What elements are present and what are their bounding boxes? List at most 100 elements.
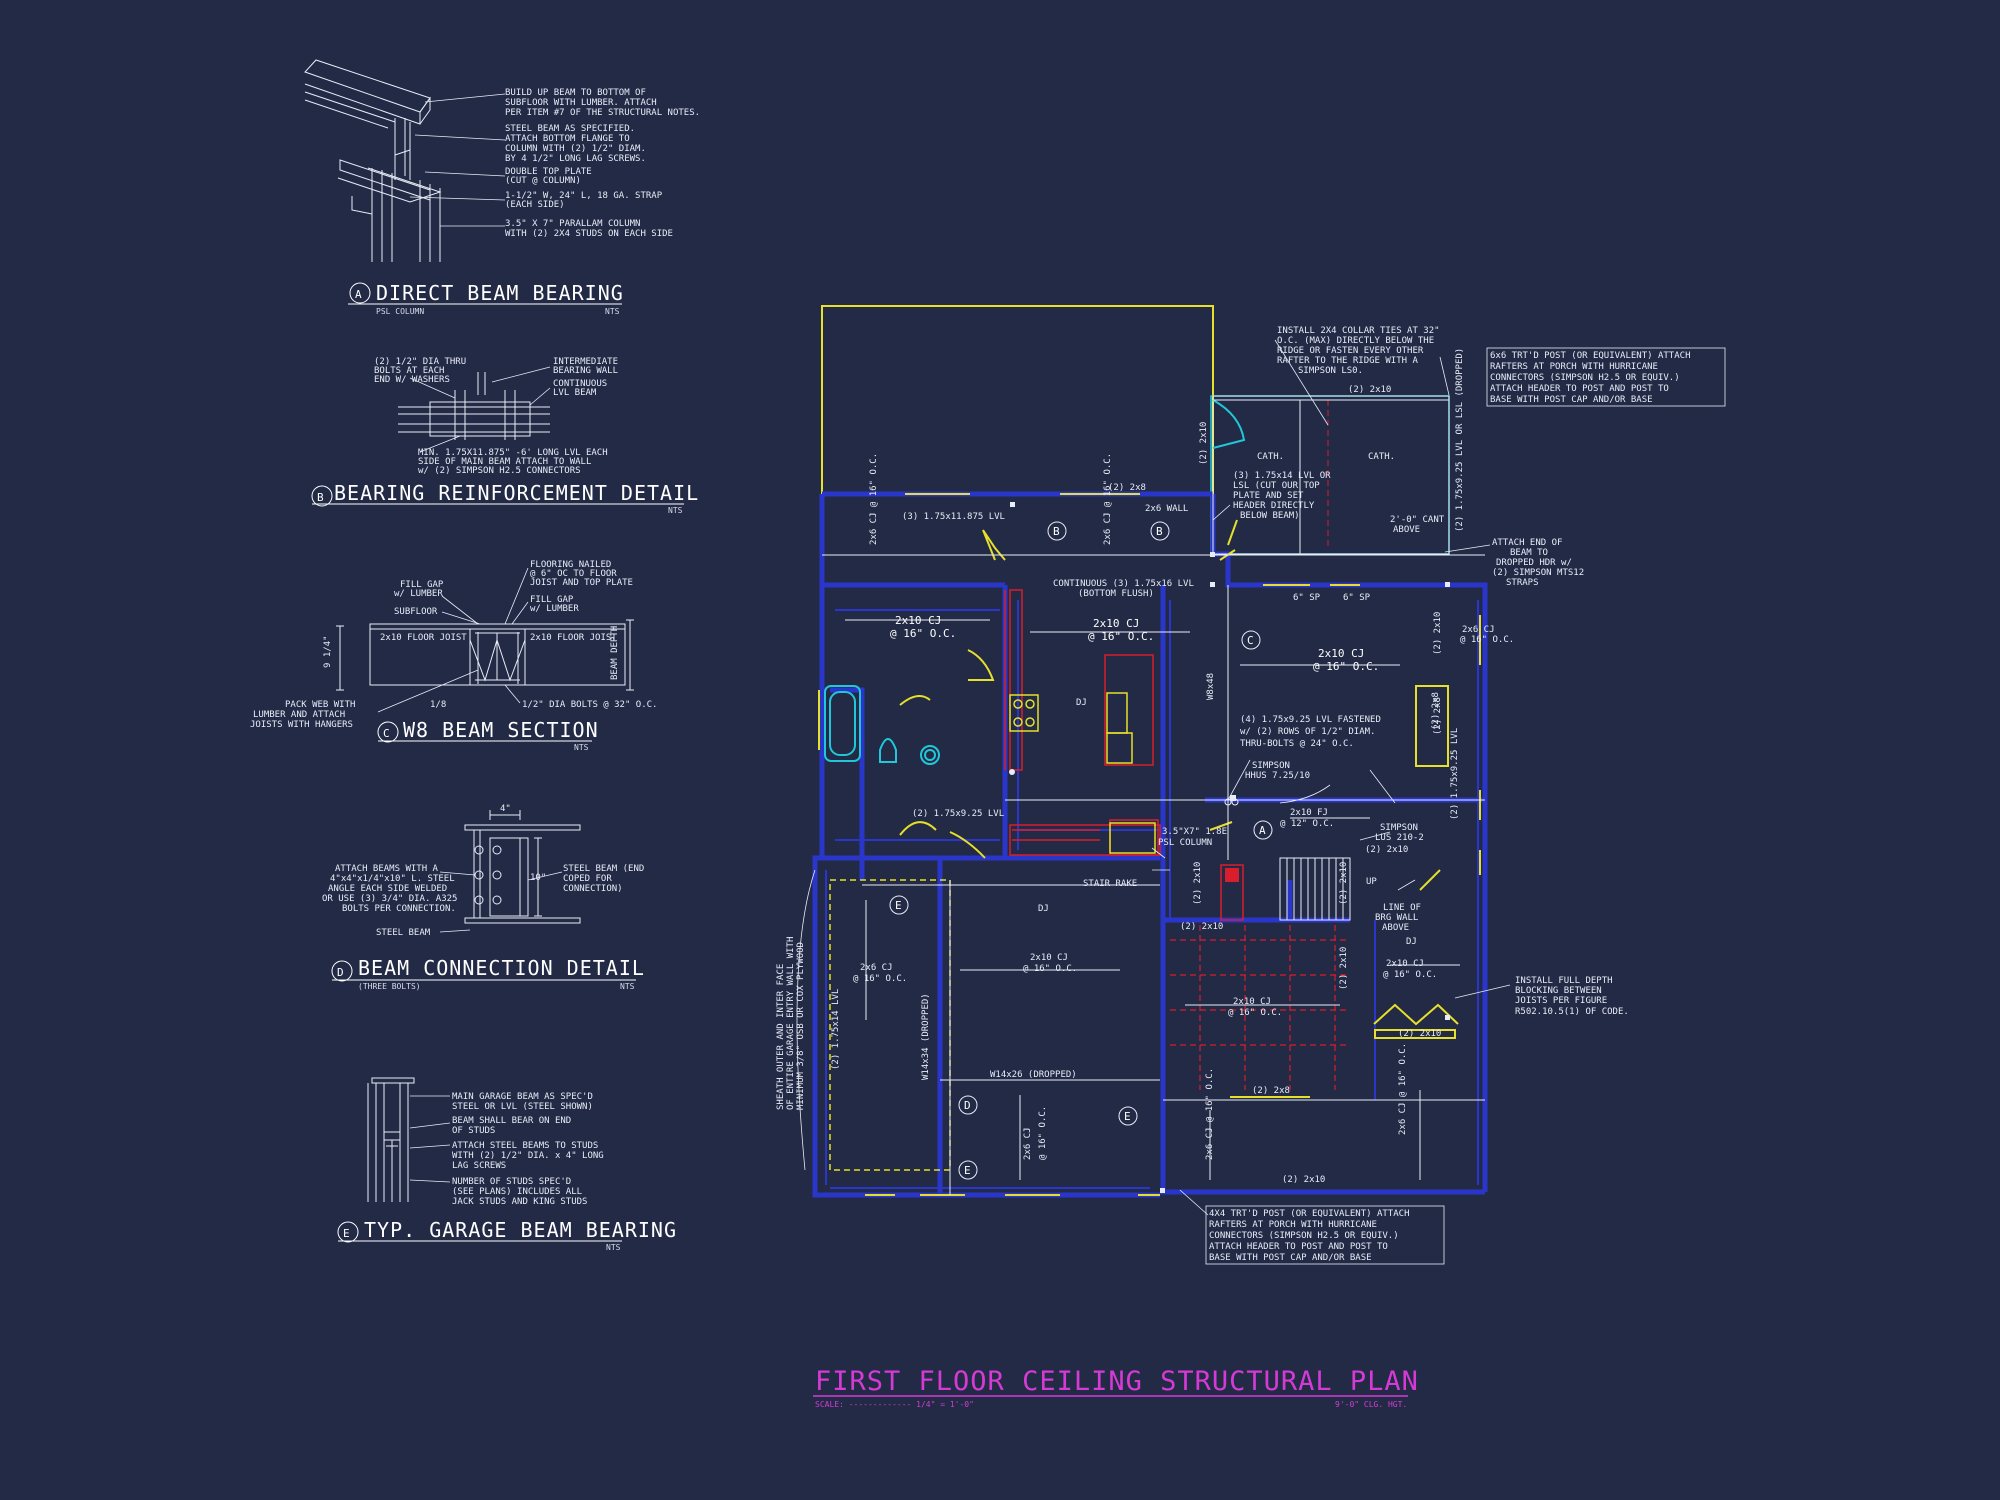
svg-text:@ 16" O.C.: @ 16" O.C. [1088, 630, 1154, 643]
svg-text:STRAPS: STRAPS [1506, 578, 1539, 588]
note-c-10: 2x10 FLOOR JOIST [530, 633, 617, 643]
bubble-b2: B [1156, 525, 1163, 538]
joist-arrows [845, 619, 1460, 1180]
svg-text:INSTALL 2X4 COLLAR TIES AT 32": INSTALL 2X4 COLLAR TIES AT 32" [1277, 326, 1440, 336]
svg-text:DJ: DJ [1076, 698, 1087, 708]
callout-collar-ties: INSTALL 2X4 COLLAR TIES AT 32" O.C. (MAX… [1277, 326, 1440, 376]
detail-e-bubble [337, 1221, 359, 1243]
svg-text:2x6 WALL: 2x6 WALL [1145, 504, 1188, 514]
bubble-e3: E [964, 1164, 971, 1177]
note-a-13: WITH (2) 2X4 STUDS ON EACH SIDE [505, 229, 673, 239]
svg-text:2x6 CJ @ 16" O.C.: 2x6 CJ @ 16" O.C. [1205, 1068, 1215, 1160]
callout-dropped-header: ATTACH END OF BEAM TO DROPPED HDR w/ (2)… [1492, 538, 1584, 588]
svg-text:BASE WITH POST CAP AND/OR BASE: BASE WITH POST CAP AND/OR BASE [1490, 395, 1653, 405]
svg-text:@ 16" O.C.: @ 16" O.C. [1038, 1106, 1048, 1160]
svg-text:ATTACH HEADER TO POST AND POST: ATTACH HEADER TO POST AND POST TO [1490, 384, 1669, 394]
svg-text:CONNECTORS (SIMPSON H2.5 OR EQ: CONNECTORS (SIMPSON H2.5 OR EQUIV.) [1490, 373, 1680, 383]
callout-psl-column: 3.5"X7" 1.8E PSL COLUMN [1158, 827, 1227, 848]
note-b-10: w/ (2) SIMPSON H2.5 CONNECTORS [418, 466, 581, 476]
svg-text:SIMPSON LS0.: SIMPSON LS0. [1298, 366, 1363, 376]
note-a-5: ATTACH BOTTOM FLANGE TO [505, 134, 630, 144]
svg-text:@ 16" O.C.: @ 16" O.C. [1023, 964, 1077, 974]
svg-text:(2) 1.75x14 LVL: (2) 1.75x14 LVL [831, 989, 841, 1070]
svg-text:w/ (2) ROWS OF 1/2" DIAM.: w/ (2) ROWS OF 1/2" DIAM. [1240, 727, 1375, 737]
svg-text:BASE WITH POST CAP AND/OR BASE: BASE WITH POST CAP AND/OR BASE [1209, 1253, 1372, 1263]
note-e-4: OF STUDS [452, 1126, 495, 1136]
svg-text:@ 16" O.C.: @ 16" O.C. [1313, 660, 1379, 673]
svg-text:PSL COLUMN: PSL COLUMN [1158, 838, 1212, 848]
callout-hhus: SIMPSON HHUS 7.25/10 [1245, 761, 1310, 781]
ceiling-height: 9'-0" CLG. HGT. [1335, 1400, 1407, 1409]
note-c-8: w/ LUMBER [530, 604, 579, 614]
svg-text:(2) SIMPSON MTS12: (2) SIMPSON MTS12 [1492, 568, 1584, 578]
note-b-8: MIN. 1.75X11.875" -6' LONG LVL EACH [418, 448, 608, 458]
note-c-11: 9 1/4" [323, 635, 333, 668]
svg-text:(2) 1.75x9.25 LVL OR LSL (DROP: (2) 1.75x9.25 LVL OR LSL (DROPPED) [1455, 348, 1465, 532]
svg-text:(2) 2x8: (2) 2x8 [1252, 1086, 1290, 1096]
detail-d-bubble [331, 960, 353, 982]
svg-text:6" SP: 6" SP [1343, 593, 1371, 603]
svg-text:SIMPSON: SIMPSON [1252, 761, 1290, 771]
note-b-9: SIDE OF MAIN BEAM ATTACH TO WALL [418, 457, 591, 467]
svg-text:(2) 2x10: (2) 2x10 [1193, 862, 1203, 905]
svg-text:6x6 TRT'D POST (OR EQUIVALENT): 6x6 TRT'D POST (OR EQUIVALENT) ATTACH [1490, 351, 1690, 361]
svg-text:ABOVE: ABOVE [1393, 525, 1420, 535]
note-c-15: JOISTS WITH HANGERS [250, 720, 353, 730]
note-d-9: CONNECTION) [563, 884, 623, 894]
sheet-scale: SCALE: ------------- 1/4" = 1'-0" [815, 1400, 974, 1409]
svg-text:(2) 1.75x9.25 LVL: (2) 1.75x9.25 LVL [912, 809, 1004, 819]
note-c-13: PACK WEB WITH [285, 700, 355, 710]
svg-text:(BOTTOM FLUSH): (BOTTOM FLUSH) [1078, 589, 1154, 599]
svg-text:ABOVE: ABOVE [1382, 923, 1409, 933]
callout-lus: SIMPSON LUS 210-2 (2) 2x10 [1365, 823, 1424, 855]
svg-text:2x6 CJ: 2x6 CJ [860, 963, 893, 973]
svg-text:(2) 2x8: (2) 2x8 [1433, 697, 1443, 735]
svg-text:PLATE AND SET: PLATE AND SET [1233, 491, 1304, 501]
note-a-2: SUBFLOOR WITH LUMBER. ATTACH [505, 98, 657, 108]
svg-text:(2) 2x10: (2) 2x10 [1180, 922, 1223, 932]
note-c-3: SUBFLOOR [394, 607, 438, 617]
detail-e-garage-beam-bearing: MAIN GARAGE BEAM AS SPEC'D STEEL OR LVL … [337, 1077, 676, 1252]
detail-d-title: BEAM CONNECTION DETAIL [358, 956, 645, 980]
bubble-d: D [964, 1099, 971, 1112]
detail-a-bubble [349, 282, 371, 304]
svg-text:CONTINUOUS (3) 1.75x16 LVL: CONTINUOUS (3) 1.75x16 LVL [1053, 579, 1194, 589]
svg-text:(2) 2x10: (2) 2x10 [1282, 1175, 1325, 1185]
svg-text:BRG WALL: BRG WALL [1375, 913, 1418, 923]
detail-c-title: W8 BEAM SECTION [403, 718, 599, 742]
svg-text:ATTACH HEADER TO POST AND POST: ATTACH HEADER TO POST AND POST TO [1209, 1242, 1388, 1252]
note-a-4: STEEL BEAM AS SPECIFIED. [505, 124, 635, 134]
svg-text:LUS 210-2: LUS 210-2 [1375, 833, 1424, 843]
callout-blocking: INSTALL FULL DEPTH BLOCKING BETWEEN JOIS… [1515, 976, 1629, 1017]
note-c-9: 2x10 FLOOR JOIST [380, 633, 467, 643]
detail-d-nts: NTS [620, 982, 635, 991]
svg-text:STAIR RAKE: STAIR RAKE [1083, 879, 1137, 889]
callout-continuous-lvl: CONTINUOUS (3) 1.75x16 LVL (BOTTOM FLUSH… [1053, 579, 1194, 599]
note-a-9: (CUT @ COLUMN) [505, 176, 581, 186]
bath-fixtures [824, 685, 940, 765]
svg-text:(2) 2x10: (2) 2x10 [1339, 947, 1349, 990]
callout-4x4-post: 4X4 TRT'D POST (OR EQUIVALENT) ATTACH RA… [1205, 1205, 1445, 1265]
note-c-1: FILL GAP [400, 580, 444, 590]
svg-text:2x6 CJ @ 16" O.C.: 2x6 CJ @ 16" O.C. [1398, 1043, 1408, 1135]
note-a-1: BUILD UP BEAM TO BOTTOM OF [505, 88, 646, 98]
svg-text:LSL (CUT OUR TOP: LSL (CUT OUR TOP [1233, 481, 1320, 491]
svg-text:3.5"X7" 1.8E: 3.5"X7" 1.8E [1162, 827, 1227, 837]
svg-text:2x10 FJ: 2x10 FJ [1290, 808, 1328, 818]
svg-text:2x6 CJ @ 16" O.C.: 2x6 CJ @ 16" O.C. [869, 453, 879, 545]
stair-framing [1170, 925, 1350, 1090]
note-d-4: ANGLE EACH SIDE WELDED [328, 884, 447, 894]
note-e-10: JACK STUDS AND KING STUDS [452, 1197, 587, 1207]
detail-a-nts: NTS [605, 307, 620, 316]
detail-d-beam-connection: 4" ATTACH BEAMS WITH A 4"x4"x1/4"x10" L.… [322, 804, 645, 991]
svg-text:BELOW BEAM): BELOW BEAM) [1240, 511, 1300, 521]
svg-text:2'-0" CANT: 2'-0" CANT [1390, 515, 1445, 525]
note-a-10: 1-1/2" W, 24" L, 18 GA. STRAP [505, 191, 663, 201]
svg-text:(2) 2x8: (2) 2x8 [1431, 692, 1441, 730]
note-d-10: 10" [530, 873, 546, 883]
svg-text:BLOCKING BETWEEN: BLOCKING BETWEEN [1515, 986, 1602, 996]
svg-text:MINIMUM 3/8" OSB OR COX PLYWOO: MINIMUM 3/8" OSB OR COX PLYWOOD [796, 942, 806, 1110]
svg-text:THRU-BOLTS @ 24" O.C.: THRU-BOLTS @ 24" O.C. [1240, 739, 1354, 749]
note-e-2: STEEL OR LVL (STEEL SHOWN) [452, 1102, 593, 1112]
